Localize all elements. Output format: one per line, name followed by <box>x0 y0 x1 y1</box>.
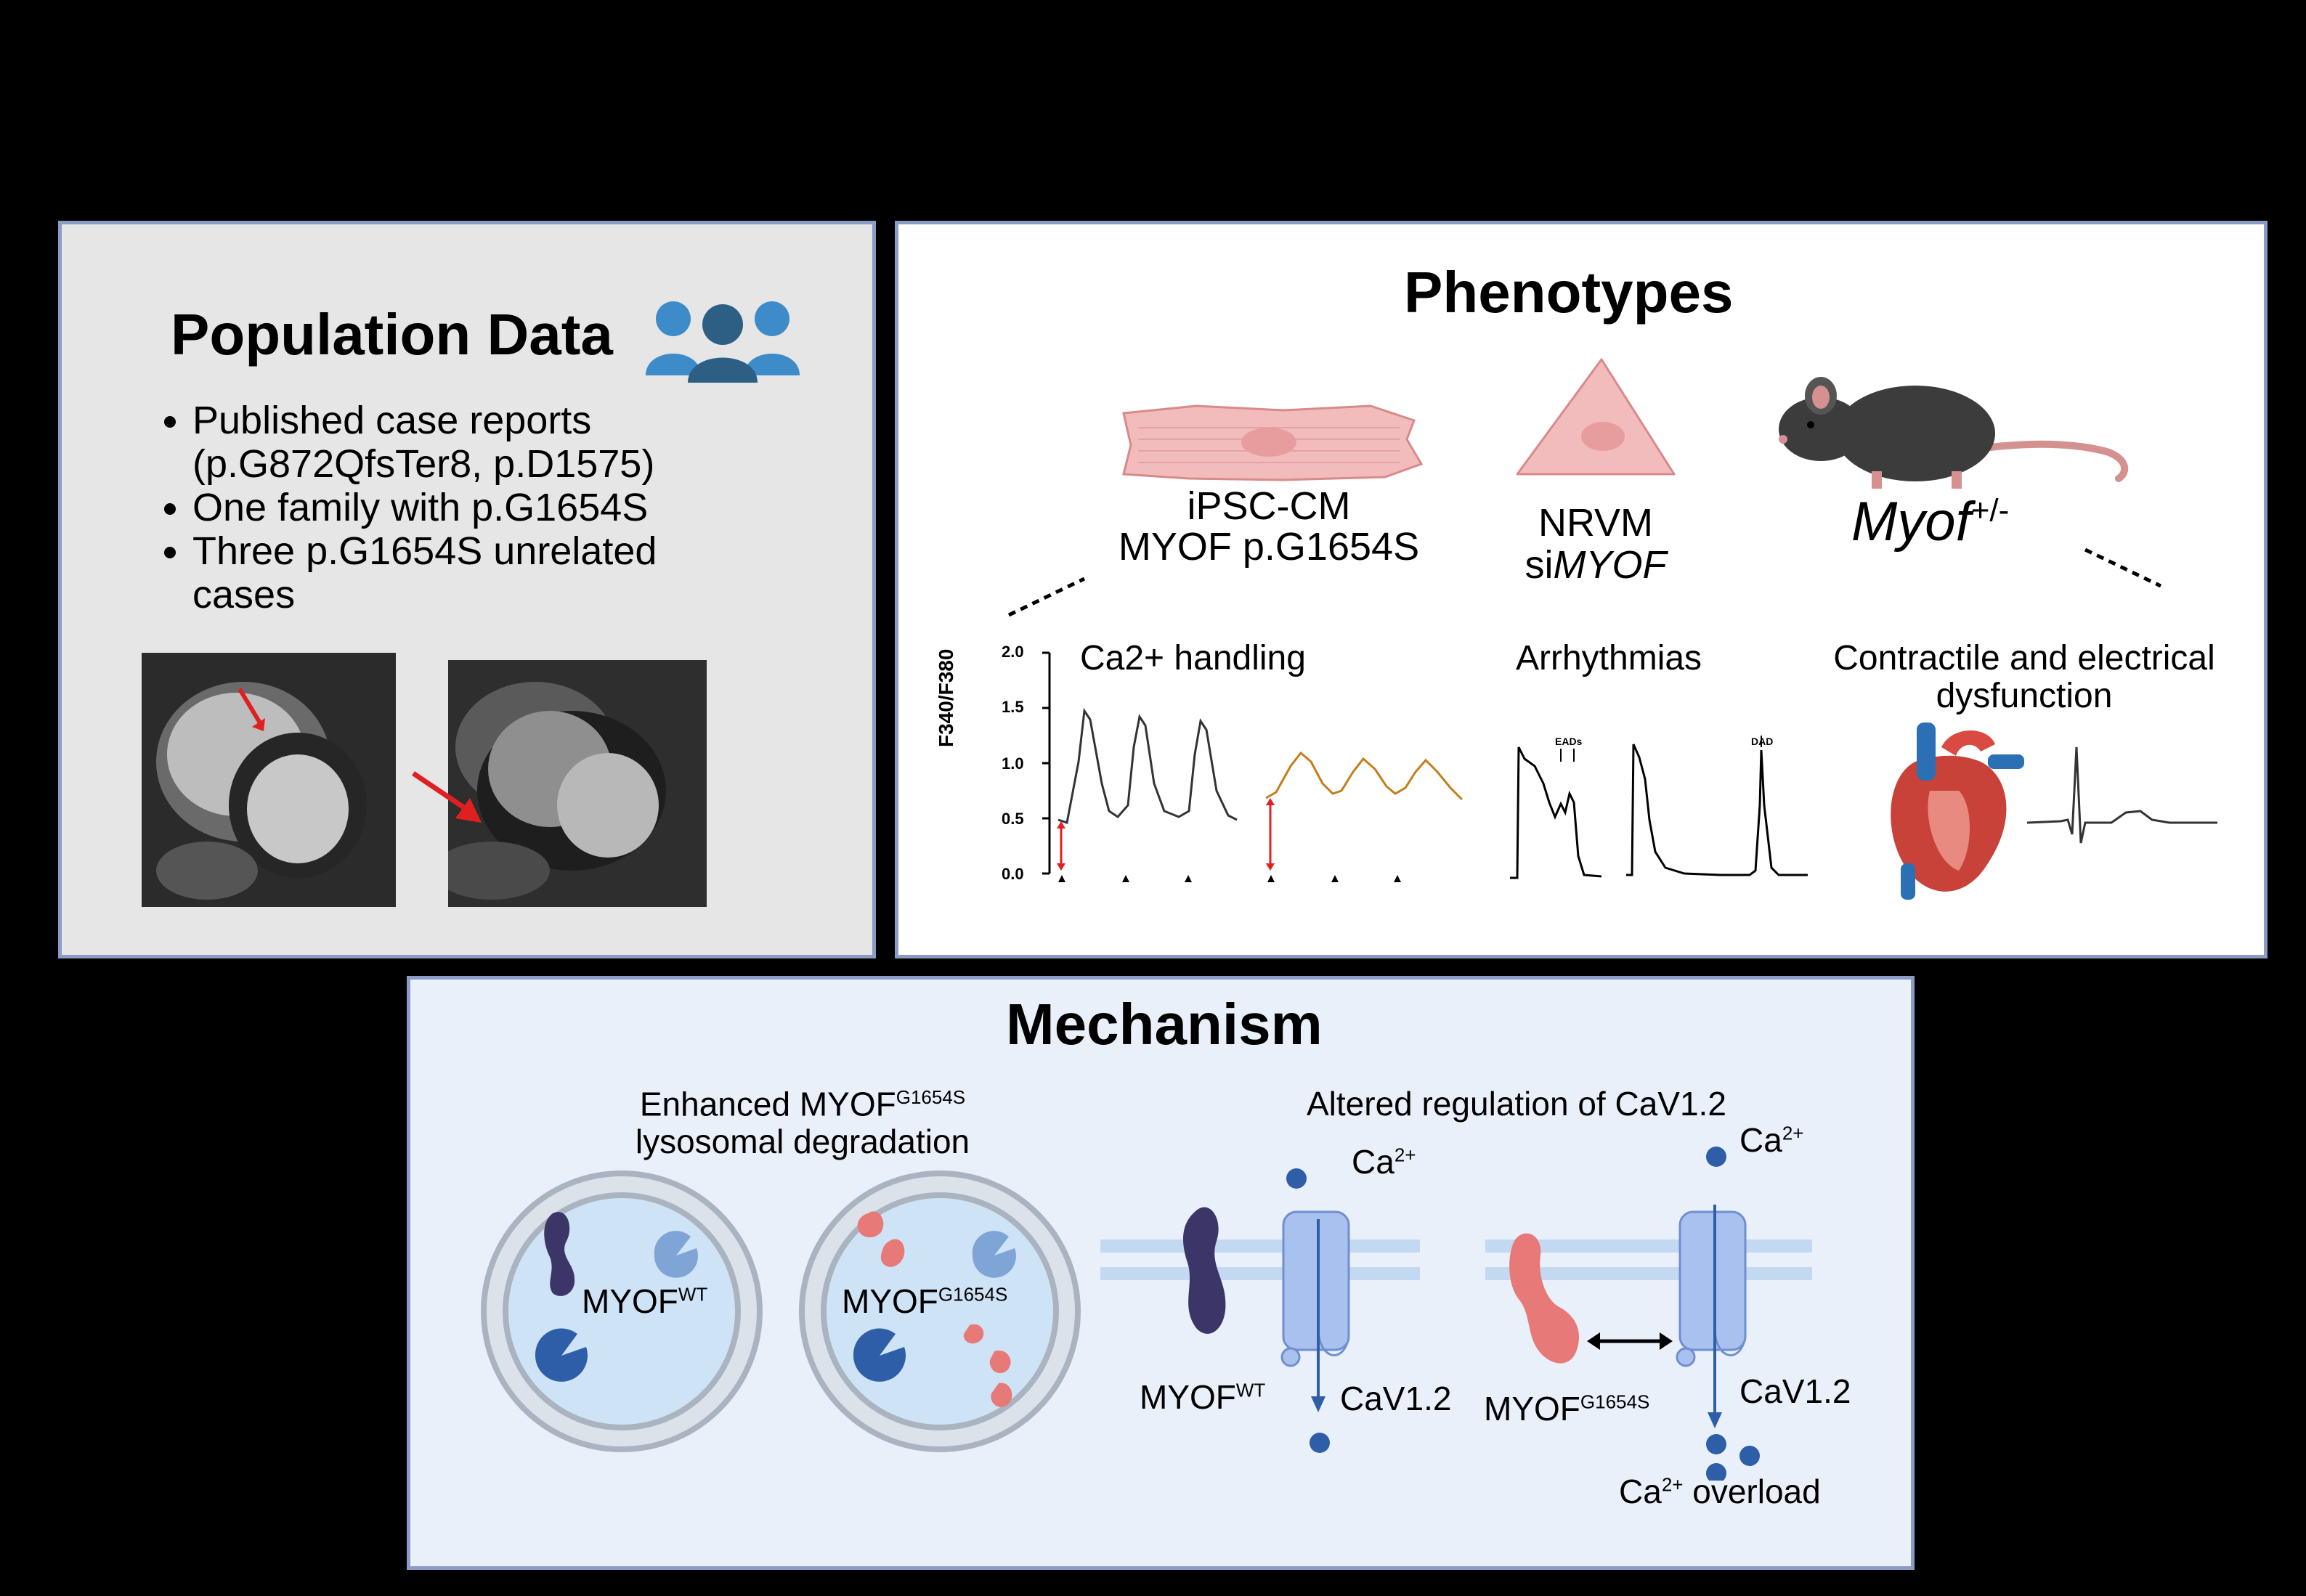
phenotypes-title: Phenotypes <box>1404 260 1734 325</box>
ca-overload-label: Ca2+ overload <box>1619 1473 1821 1510</box>
myof-mutant-label-lysosome: MYOFG1654S <box>842 1282 1008 1320</box>
ipsc-cm-cell-icon <box>1122 404 1424 481</box>
bullet-family: One family with p.G1654S <box>192 486 730 529</box>
myof-wt-label-membrane: MYOFWT <box>1140 1378 1266 1416</box>
population-bullets: Published case reports (p.G872QfsTer8, p… <box>134 399 730 616</box>
mouse-model-label: Myof+/- <box>1851 491 2010 553</box>
membrane-channel-wt <box>1100 1168 1420 1453</box>
mouse-icon <box>1779 377 2129 489</box>
ca-y-axis-label: F340/F380 <box>935 648 957 747</box>
lysosome-mutant <box>799 1170 1081 1452</box>
y-tick: 1.0 <box>1002 754 1024 773</box>
dad-annotation: DAD <box>1751 736 1774 747</box>
y-tick: 0.5 <box>1002 810 1024 828</box>
y-tick: 1.5 <box>1002 698 1024 716</box>
y-tick: 0.0 <box>1002 865 1024 883</box>
membrane-channel-mutant <box>1485 1147 1812 1481</box>
red-arrow-icon <box>412 771 482 823</box>
ipsc-cm-label: iPSC-CM MYOF p.G1654S <box>1118 484 1420 569</box>
dashed-connector-right <box>2084 547 2162 588</box>
cav-label-wt: CaV1.2 <box>1340 1380 1452 1417</box>
nrvm-label: NRVM siMYOF <box>1525 501 1667 587</box>
phenotypes-panel: Phenotypes iPSC-CM MYOF p.G1654S NRVM si… <box>895 221 2268 958</box>
heart-icon <box>1891 722 2024 900</box>
mechanism-title: Mechanism <box>1006 992 1323 1056</box>
ca-ion-label-top-wt: Ca2+ <box>1352 1143 1416 1181</box>
contractile-label: Contractile and electrical dysfunction <box>1833 639 2215 715</box>
ca-transient-traces <box>1042 651 1463 882</box>
lysosomal-heading: Enhanced MYOFG1654S lysosomal degradatio… <box>635 1085 970 1161</box>
ca-ion-label-top-mutant: Ca2+ <box>1739 1121 1804 1159</box>
bullet-unrelated: Three p.G1654S unrelated cases <box>192 529 730 616</box>
mri-image-1 <box>142 653 396 907</box>
ecg-trace <box>2026 746 2217 844</box>
lysosome-wt <box>481 1170 763 1452</box>
y-tick: 2.0 <box>1002 643 1024 661</box>
arrhythmias-label: Arrhythmias <box>1516 639 1702 677</box>
eads-annotation: EADs <box>1555 736 1583 747</box>
people-group-icon <box>646 301 800 383</box>
ca-handling-label: Ca2+ handling <box>1080 639 1306 677</box>
population-data-panel: Population Data Published case reports (… <box>58 221 876 958</box>
action-potential-traces <box>1510 736 1808 879</box>
dashed-connector-left <box>1007 577 1086 617</box>
cav-label-mutant: CaV1.2 <box>1739 1372 1851 1410</box>
nrvm-cell-icon <box>1516 358 1676 476</box>
mri-image-2 <box>448 660 707 907</box>
cav-regulation-heading: Altered regulation of CaV1.2 <box>1307 1085 1726 1123</box>
myof-mutant-label-membrane: MYOFG1654S <box>1484 1390 1650 1428</box>
myof-wt-label-lysosome: MYOFWT <box>582 1282 708 1320</box>
population-title: Population Data <box>171 302 613 367</box>
bullet-case-reports: Published case reports (p.G872QfsTer8, p… <box>192 399 730 486</box>
mechanism-panel: Mechanism Enhanced MYOFG1654S lysosomal … <box>407 976 1915 1570</box>
